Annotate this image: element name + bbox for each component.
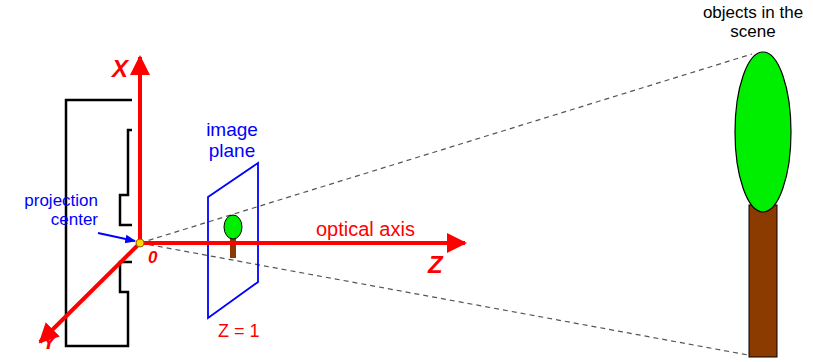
pointer-arrow — [98, 233, 135, 241]
plane-equation: Z = 1 — [218, 322, 298, 342]
scene-tree-trunk — [749, 205, 777, 357]
scene-tree-crown — [735, 52, 791, 212]
image-tree-crown — [224, 215, 242, 239]
projection-ray — [140, 243, 748, 355]
projection-ray — [140, 54, 752, 243]
axis-name: Z — [428, 252, 452, 278]
projection-center-dot — [136, 239, 144, 247]
z-axis — [140, 241, 465, 245]
axis-name: Y — [42, 330, 66, 353]
scene-label: objects in the scene — [698, 4, 808, 41]
center-label: projection center — [2, 192, 98, 229]
axis-name: X — [112, 56, 136, 82]
plane-label: image plane — [192, 120, 272, 162]
x-axis — [138, 57, 142, 243]
axis-label: optical axis — [316, 218, 456, 240]
image-plane — [208, 163, 258, 318]
y-axis — [40, 243, 140, 342]
origin-label: 0 — [148, 249, 168, 268]
